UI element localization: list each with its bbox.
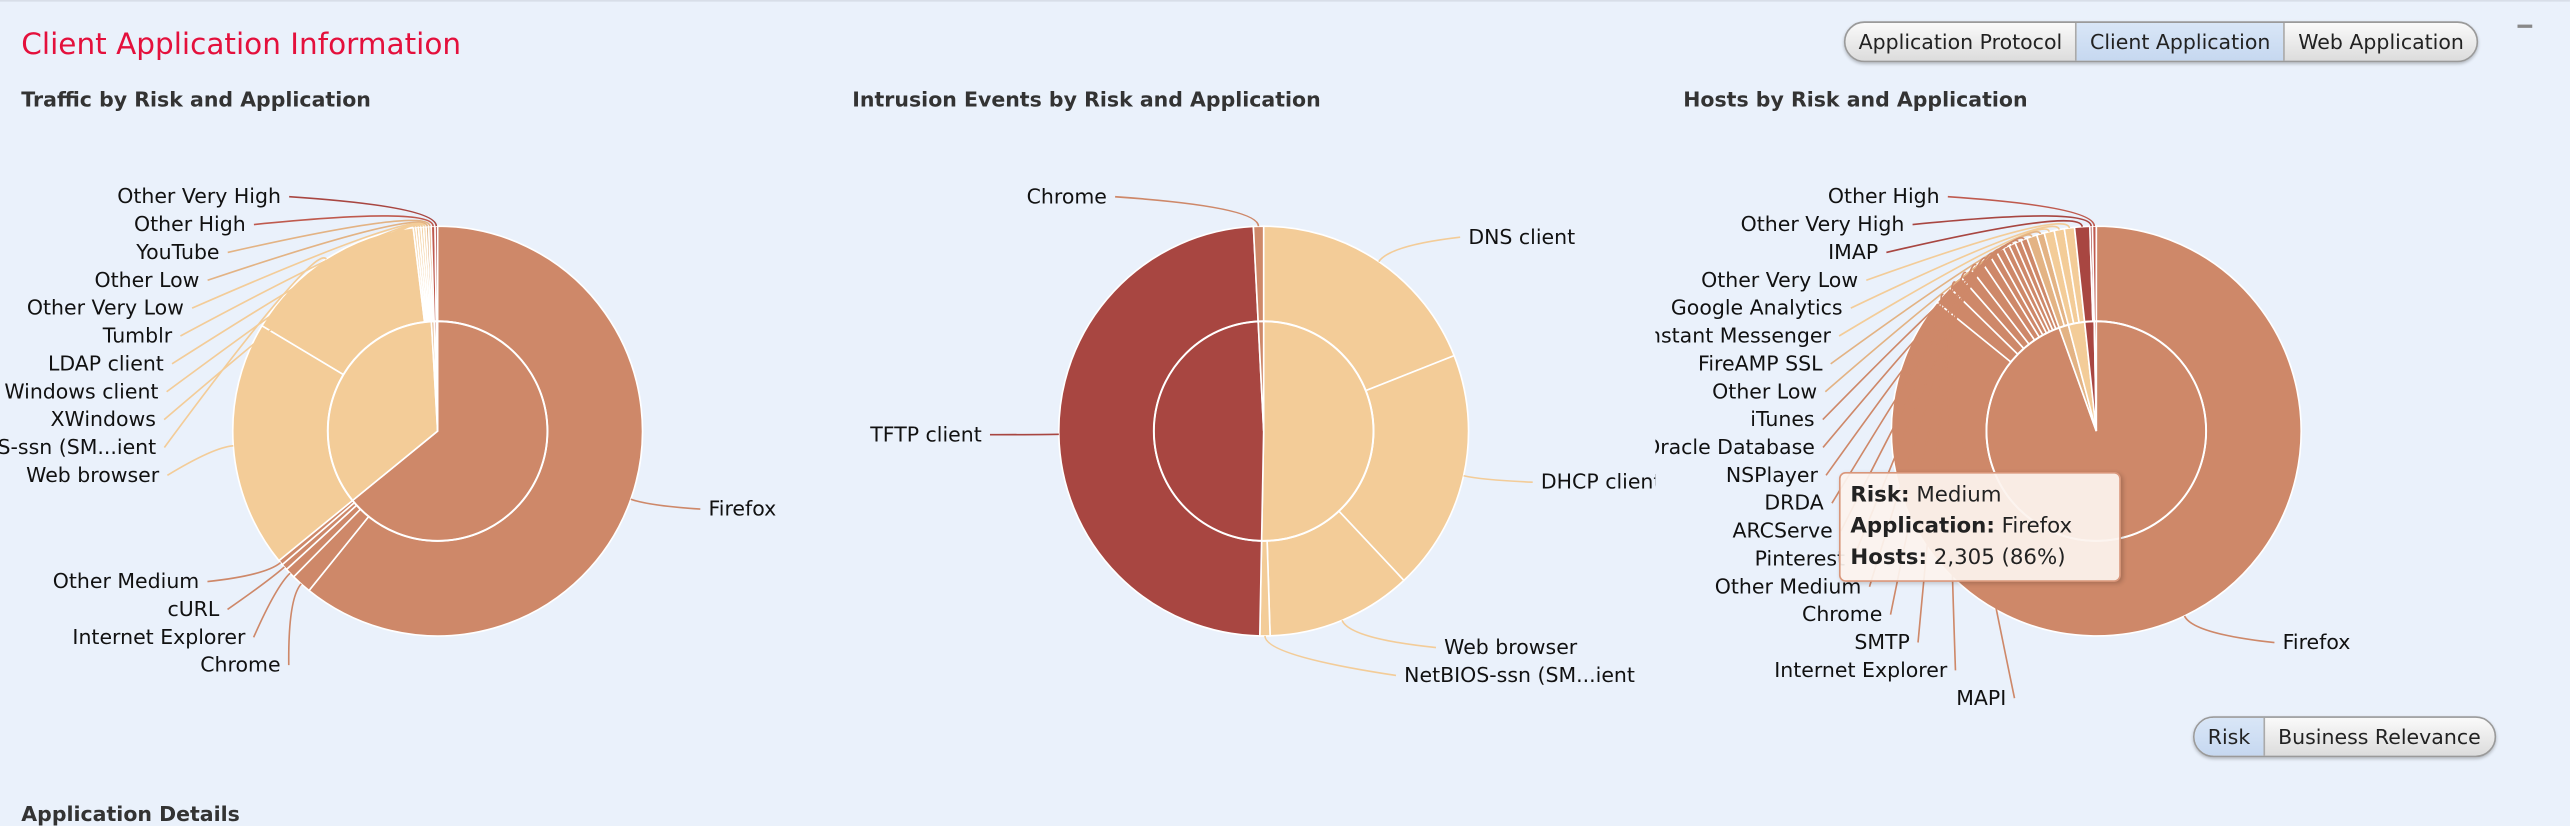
slice-label: Google Analytics <box>1671 296 1843 320</box>
slice-label: NetBIOS-ssn (SM...ient <box>1404 663 1635 687</box>
slice-label: DNS client <box>1468 225 1575 249</box>
leader-line <box>631 499 701 509</box>
slice-label: cURL <box>167 597 219 621</box>
tab-web-application[interactable]: Web Application <box>2283 23 2477 61</box>
slice-label: Instant Messenger <box>1655 324 1831 348</box>
chart-title-intrusion: Intrusion Events by Risk and Application <box>852 87 1320 112</box>
risk-mode-button[interactable]: Risk <box>2195 718 2264 756</box>
tab-client-application[interactable]: Client Application <box>2075 23 2283 61</box>
leader-line <box>1115 197 1258 226</box>
slice-label: Other Very Low <box>27 296 184 320</box>
leader-line <box>1379 237 1460 261</box>
slice-label: TFTP client <box>869 422 982 446</box>
tooltip-app-label: Application: <box>1850 515 1994 540</box>
category-tabs: Application Protocol Client Application … <box>1844 21 2479 62</box>
slice-other-very-high[interactable] <box>435 226 438 321</box>
slice-label: Other Very Low <box>1701 268 1858 292</box>
slice-label: ARCServe <box>1732 519 1832 543</box>
slice-label: NSPlayer <box>1726 463 1819 487</box>
leader-line <box>289 584 301 665</box>
slice-label: IMAP <box>1828 240 1878 264</box>
tab-application-protocol[interactable]: Application Protocol <box>1846 23 2076 61</box>
slice-label: iTunes <box>1750 407 1814 431</box>
page-title: Client Application Information <box>21 28 461 62</box>
slice-label: Other Medium <box>53 569 199 593</box>
slice-label: DRDA <box>1764 491 1823 515</box>
slice-label: FireAMP SSL <box>1698 351 1823 375</box>
slice-label: LDAP client <box>48 351 164 375</box>
slice-label: NetBIOS-ssn (SM...ient <box>0 435 156 459</box>
slice-label: Other Very High <box>1741 212 1905 236</box>
slice-label: MAPI <box>1956 686 2006 707</box>
chart-title-traffic: Traffic by Risk and Application <box>21 87 371 112</box>
slice-label: SMTP <box>1854 630 1910 654</box>
tooltip-hosts: 2,305 (86%) <box>1934 546 2066 571</box>
chart-title-hosts: Hosts by Risk and Application <box>1683 87 2027 112</box>
slice-label: Internet Explorer <box>1774 658 1948 682</box>
slice-label: XWindows <box>51 407 156 431</box>
slice-label: Firefox <box>2283 630 2351 654</box>
slice-label: Windows client <box>4 379 158 403</box>
slice-label: Chrome <box>200 653 280 677</box>
leader-line <box>1265 636 1396 676</box>
slice-label: Oracle Database <box>1655 435 1814 459</box>
business-relevance-mode-button[interactable]: Business Relevance <box>2263 718 2493 756</box>
leader-line <box>167 446 233 475</box>
minimize-icon[interactable] <box>2518 25 2533 28</box>
slice-label: Other Low <box>1712 379 1817 403</box>
slice-label: Chrome <box>1802 602 1882 626</box>
color-mode-toggle: Risk Business Relevance <box>2193 716 2495 757</box>
tooltip-app: Firefox <box>2002 515 2073 540</box>
leader-line <box>2185 616 2275 643</box>
slice-label: Tumblr <box>102 324 173 348</box>
slice-label: Other High <box>1828 184 1940 208</box>
tooltip-hosts-label: Hosts: <box>1850 546 1927 571</box>
leader-line <box>254 573 290 637</box>
leader-line <box>1342 620 1436 647</box>
slice-label: DHCP client <box>1541 470 1655 494</box>
slice-label: Internet Explorer <box>72 625 246 649</box>
slice-label: Web browser <box>26 463 160 487</box>
slice-label: Other Low <box>94 268 199 292</box>
tooltip-risk: Medium <box>1916 484 2001 509</box>
chart-tooltip: Risk: Medium Application: Firefox Hosts:… <box>1839 472 2121 582</box>
slice-label: Other High <box>134 212 246 236</box>
slice-label: Firefox <box>709 497 777 521</box>
slice-label: Web browser <box>1444 635 1578 659</box>
leader-line <box>1464 476 1533 482</box>
slice-label: YouTube <box>135 240 219 264</box>
slice-label: Chrome <box>1027 184 1107 208</box>
slice-label: Other Very High <box>117 184 281 208</box>
slice-label: Pinterest <box>1755 546 1845 570</box>
tooltip-risk-label: Risk: <box>1850 484 1909 509</box>
